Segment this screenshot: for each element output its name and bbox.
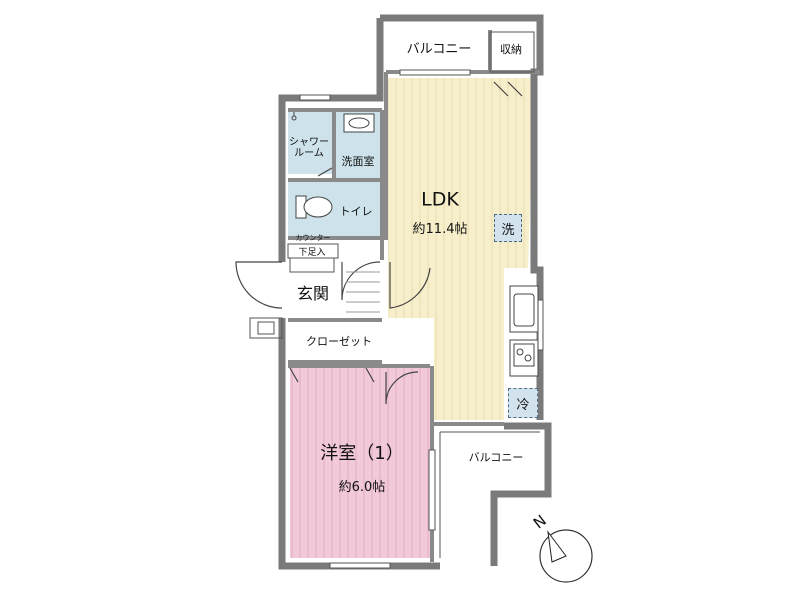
door-swings [235,81,523,405]
shower-room-label: シャワー ルーム [289,137,329,159]
balcony-right-floor [440,432,540,558]
shower-room-floor [288,112,334,174]
kitchen-sink-icon [509,285,539,333]
closet-label: クローゼット [306,334,372,348]
wash-basin-icon [343,113,375,133]
toilet-label: トイレ [339,204,373,218]
shoe-box-label: 下足入 [298,248,326,259]
balcony-top-floor [388,30,486,72]
compass-needle-icon [539,529,593,583]
storage-label: 収納 [500,42,522,56]
western-room-label: 洋室（1） [320,443,404,465]
windows [299,69,544,569]
shower-head-icon [291,112,297,121]
entrance-label: 玄関 [296,284,330,304]
balcony-top-label: バルコニー [406,41,472,57]
entry-step [346,271,380,313]
balcony-right-label: バルコニー [468,450,524,464]
stove-icon [509,339,539,377]
washer-space: 洗 [494,214,522,242]
ldk-size-label: 約11.4帖 [412,221,468,237]
ldk-label: LDK [421,188,459,211]
fridge-space: 冷 [508,388,538,418]
western-room-floor [290,368,430,558]
counter-label: カウンター [295,234,331,243]
toilet-icon [295,195,333,219]
washroom-label: 洗面室 [341,154,375,168]
ldk-floor [388,78,534,420]
thin-outlines [249,31,540,558]
western-room-size-label: 約6.0帖 [338,479,386,495]
